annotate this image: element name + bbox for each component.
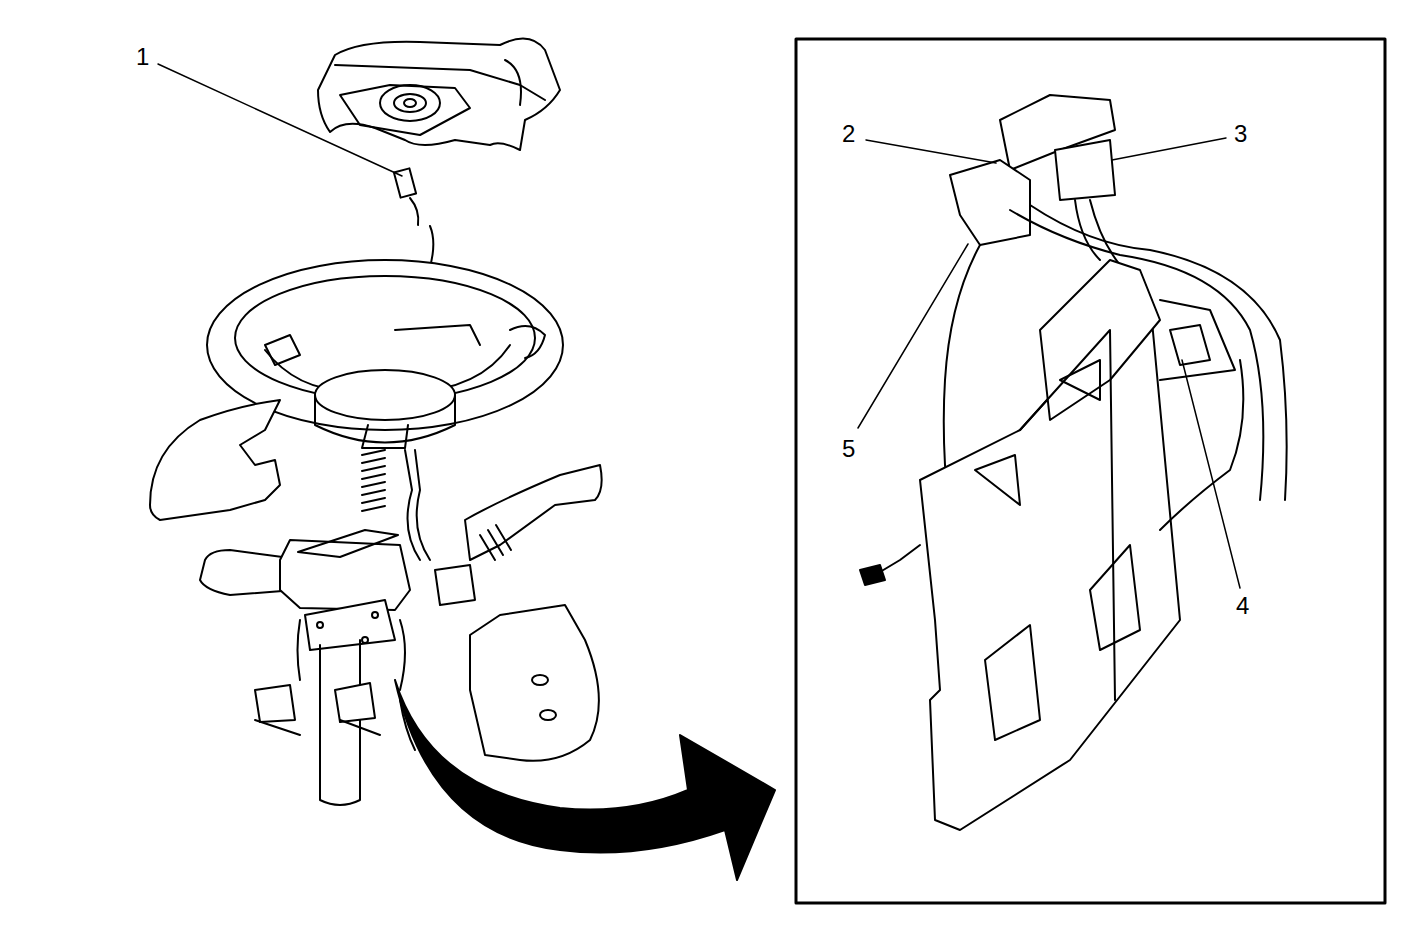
callout-number: 4 (1236, 594, 1249, 618)
callout-number: 1 (136, 45, 149, 69)
callout-number: 3 (1234, 122, 1247, 146)
callout-number: 2 (842, 122, 855, 146)
callout-number: 5 (842, 437, 855, 461)
